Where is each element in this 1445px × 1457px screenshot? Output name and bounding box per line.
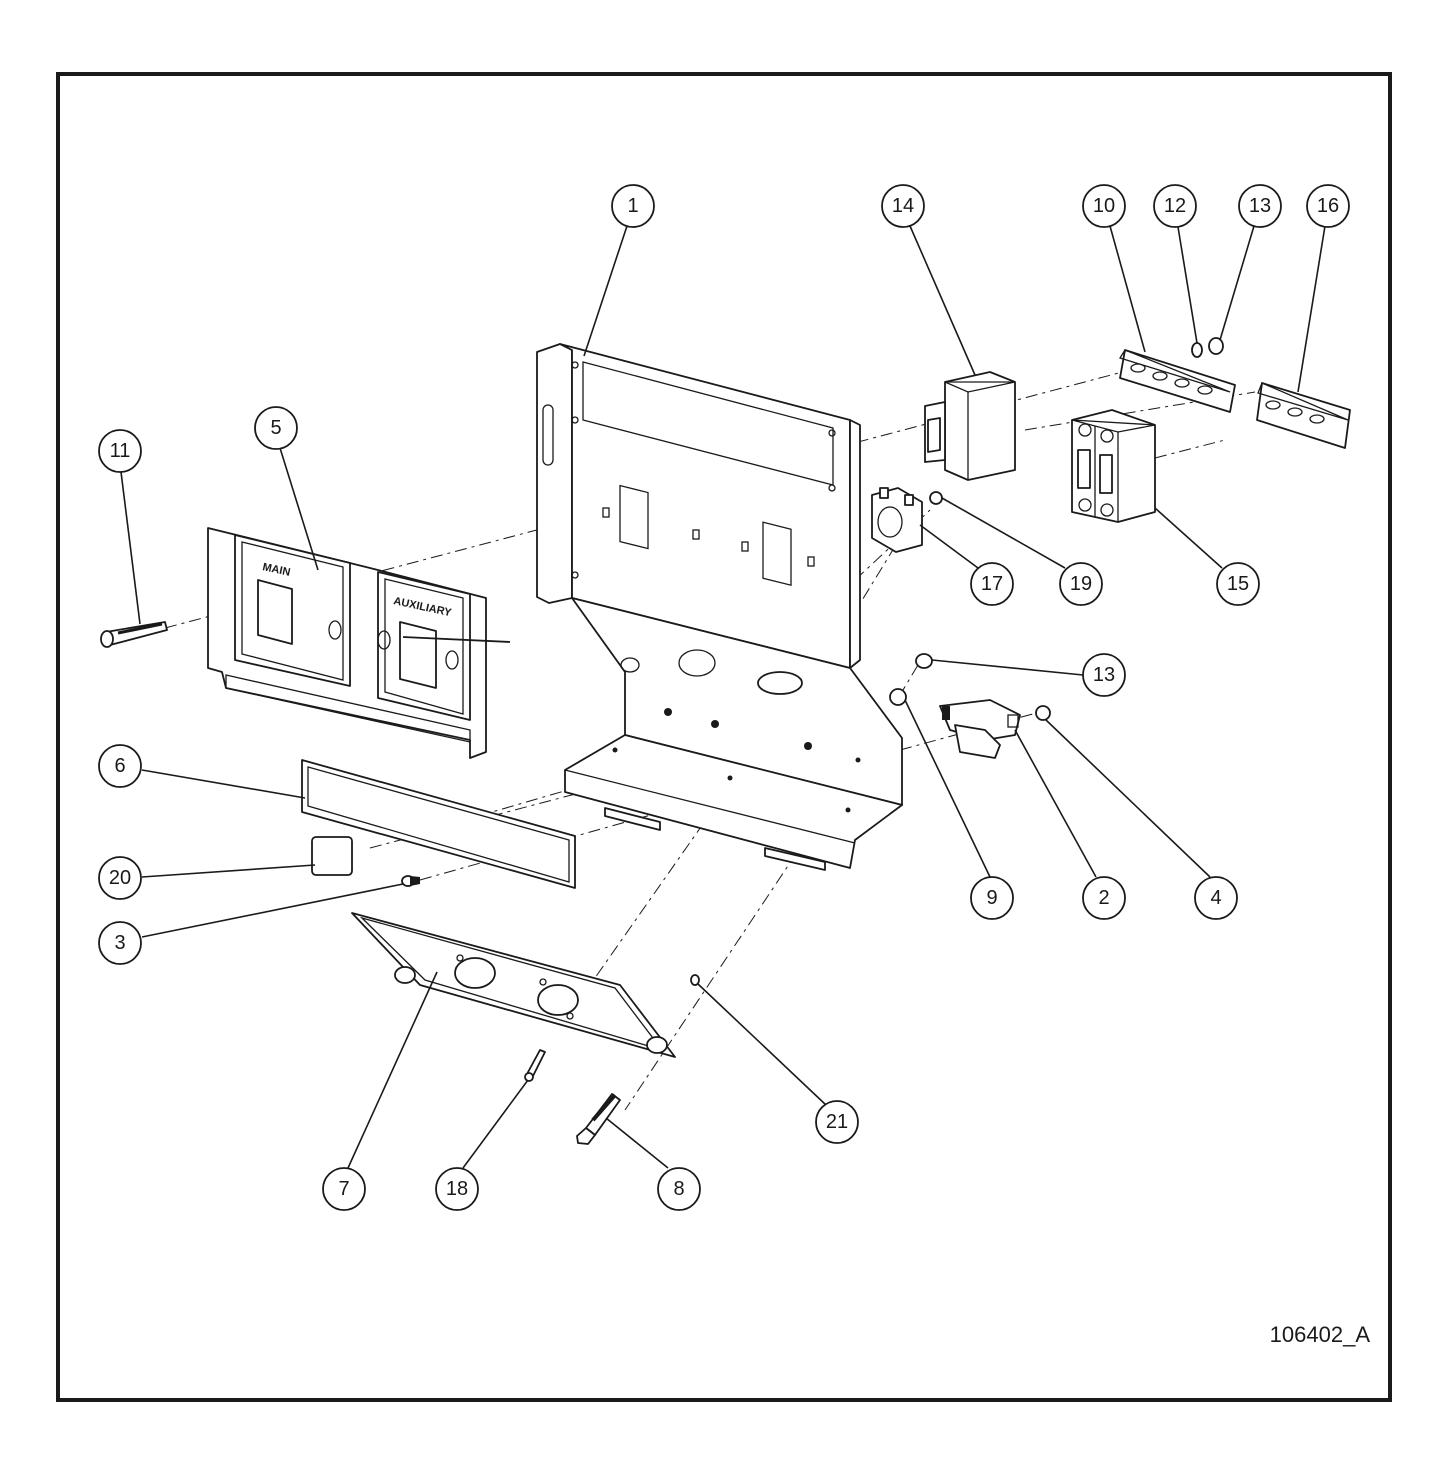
callout-number: 1 — [627, 195, 638, 217]
breaker-part-14 — [924, 371, 1016, 481]
callout-number: 20 — [109, 867, 131, 889]
callout-3: 3 — [98, 921, 142, 965]
callout-2: 2 — [1082, 876, 1126, 920]
callout-number: 4 — [1210, 887, 1221, 909]
callout-number: 17 — [981, 573, 1003, 595]
callout-17: 17 — [970, 562, 1014, 606]
callout-13-middle: 13 — [1082, 653, 1126, 697]
callout-number: 3 — [114, 932, 125, 954]
washer-part-12 — [1191, 342, 1203, 358]
callout-1: 1 — [611, 184, 655, 228]
callout-number: 16 — [1317, 195, 1339, 217]
bolt-part-8 — [576, 1093, 621, 1145]
callout-number: 14 — [892, 195, 914, 217]
nut-part-4 — [1035, 705, 1051, 721]
nut-part-19 — [929, 491, 943, 505]
nut-part-13-top — [1208, 337, 1224, 355]
screw-part-3 — [401, 875, 420, 887]
breaker-part-15 — [1071, 409, 1156, 523]
callout-number: 9 — [986, 887, 997, 909]
callout-number: 2 — [1098, 887, 1109, 909]
callout-13-top: 13 — [1238, 184, 1282, 228]
callout-number: 8 — [673, 1178, 684, 1200]
callout-number: 5 — [270, 417, 281, 439]
bottom-plate-part-7 — [351, 912, 676, 1058]
callout-10: 10 — [1082, 184, 1126, 228]
callout-5: 5 — [254, 406, 298, 450]
cover-plate-part-6 — [301, 759, 576, 889]
socket-part-17 — [871, 487, 923, 553]
rivet-part-18 — [524, 1049, 546, 1082]
callout-4: 4 — [1194, 876, 1238, 920]
callout-number: 7 — [338, 1178, 349, 1200]
drawing-border — [56, 72, 1392, 1402]
callout-21: 21 — [815, 1100, 859, 1144]
main-panel-label: MAIN — [261, 561, 291, 579]
callout-8: 8 — [657, 1167, 701, 1211]
leader-lines — [120, 225, 1326, 1169]
callout-number: 6 — [114, 755, 125, 777]
callout-number: 10 — [1093, 195, 1115, 217]
callout-12: 12 — [1153, 184, 1197, 228]
document-id: 106402_A — [1269, 1322, 1370, 1347]
callout-number: 19 — [1070, 573, 1092, 595]
front-panel-part-5: MAIN AUXILIARY — [207, 527, 511, 759]
callout-9: 9 — [970, 876, 1014, 920]
callout-11: 11 — [98, 429, 142, 473]
callout-19: 19 — [1059, 562, 1103, 606]
callout-number: 12 — [1164, 195, 1186, 217]
din-rail-part-16 — [1256, 382, 1351, 449]
nut-part-9 — [889, 688, 907, 706]
callout-number: 21 — [826, 1111, 848, 1133]
callout-15: 15 — [1216, 562, 1260, 606]
callout-14: 14 — [881, 184, 925, 228]
callout-number: 11 — [110, 440, 131, 462]
label-part-20 — [311, 836, 353, 876]
callout-20: 20 — [98, 856, 142, 900]
callout-number: 13 — [1093, 664, 1115, 686]
callout-7: 7 — [322, 1167, 366, 1211]
callout-18: 18 — [435, 1167, 479, 1211]
callout-6: 6 — [98, 744, 142, 788]
din-rail-part-10 — [1119, 349, 1236, 413]
main-bracket-part-1 — [536, 343, 903, 871]
callout-16: 16 — [1306, 184, 1350, 228]
screw-part-11 — [100, 621, 168, 648]
callout-number: 15 — [1227, 573, 1249, 595]
callout-number: 18 — [446, 1178, 468, 1200]
switch-part-2 — [939, 699, 1021, 759]
washer-part-21 — [690, 974, 700, 986]
nut-part-13-middle — [915, 653, 933, 669]
callout-number: 13 — [1249, 195, 1271, 217]
